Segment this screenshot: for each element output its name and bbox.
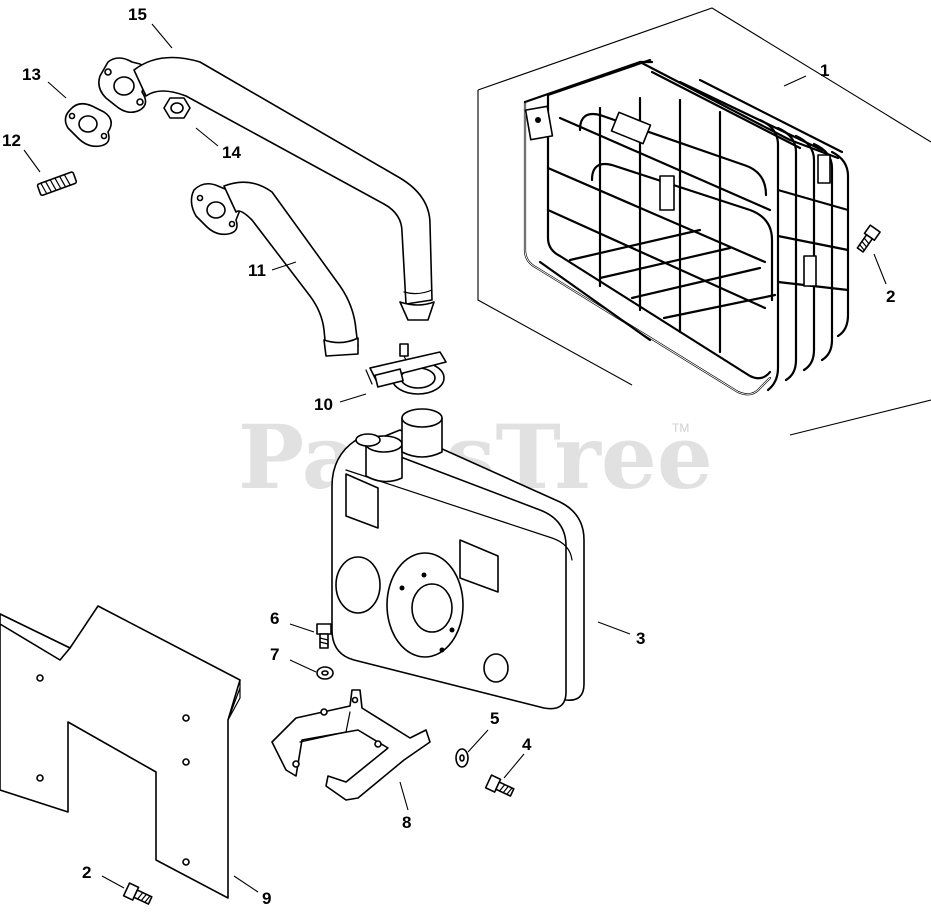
exhaust-pipe-short bbox=[190, 181, 359, 357]
callout-12: 12 bbox=[2, 131, 21, 150]
pipe-clamp bbox=[365, 343, 447, 395]
callout-2-lower: 2 bbox=[82, 863, 91, 882]
callout-11: 11 bbox=[248, 261, 266, 280]
wire-guard bbox=[523, 58, 850, 396]
screw-lower-left bbox=[122, 882, 153, 905]
leader-lines bbox=[23, 23, 887, 893]
screw-upper-right bbox=[856, 224, 881, 253]
flange-nut bbox=[163, 97, 191, 119]
exhaust-stud bbox=[36, 171, 78, 197]
callout-5: 5 bbox=[490, 709, 499, 728]
muffler-guard-assembly bbox=[477, 7, 931, 436]
callout-1: 1 bbox=[820, 61, 829, 80]
callout-8: 8 bbox=[402, 813, 411, 832]
callout-9: 9 bbox=[262, 889, 271, 908]
callouts: 15 13 12 14 11 10 1 2 3 6 7 5 4 8 9 2 bbox=[2, 5, 895, 908]
callout-6: 6 bbox=[270, 609, 279, 628]
callout-2-upper: 2 bbox=[886, 287, 895, 306]
bolt-6 bbox=[316, 623, 332, 649]
muffler bbox=[331, 408, 585, 710]
muffler-bracket bbox=[271, 689, 431, 801]
callout-15: 15 bbox=[128, 5, 147, 24]
callout-13: 13 bbox=[22, 65, 41, 84]
exhaust-gasket bbox=[64, 102, 112, 148]
callout-3: 3 bbox=[636, 629, 645, 648]
washer-7 bbox=[316, 666, 334, 680]
washer-5 bbox=[455, 748, 469, 768]
bolt-4 bbox=[484, 774, 515, 797]
callout-10: 10 bbox=[314, 395, 333, 414]
watermark-trademark: TM bbox=[672, 421, 689, 435]
guard-inset-frame bbox=[477, 7, 931, 436]
callout-7: 7 bbox=[270, 645, 279, 664]
exhaust-pipe-long bbox=[98, 56, 435, 321]
callout-14: 14 bbox=[222, 143, 241, 162]
heat-shield bbox=[0, 605, 241, 899]
callout-4: 4 bbox=[522, 735, 532, 754]
